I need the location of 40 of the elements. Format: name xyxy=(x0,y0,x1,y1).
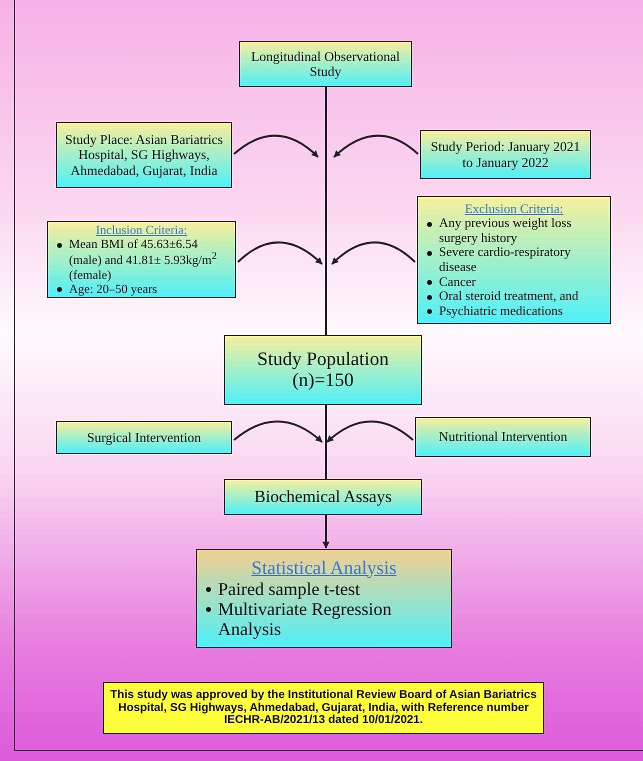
bullet-item: Cancer xyxy=(439,274,476,290)
criteria-box xyxy=(47,221,236,298)
note-box xyxy=(103,682,544,734)
connector-line xyxy=(325,87,327,335)
curved-arrow xyxy=(331,242,416,265)
box-text: This study was approved by the Institutional Review Board of Asian Bariatrics Hospital, SG Highways, Ahmedabad, Gujarat, India, with Reference number IECHR-AB/2021/13 dated 10/01/2021. xyxy=(109,688,538,728)
bullet-item: Multivariate Regression Analysis xyxy=(218,599,392,640)
box-text: Biochemical Assays xyxy=(253,487,393,507)
bullet-item: Any previous weight loss surgery history xyxy=(439,216,573,246)
curved-arrow xyxy=(326,420,414,443)
arrow xyxy=(322,515,330,549)
process-box xyxy=(56,421,232,454)
process-box xyxy=(224,479,422,515)
heading-text: Statistical Analysis xyxy=(250,558,398,579)
box-text: Study Period: January 2021 to January 2022 xyxy=(430,139,582,170)
bullet-item: Age: 20–50 years xyxy=(69,282,158,296)
bullet-item: Mean BMI of 45.63±6.54 (male) and 41.81± 5.93kg/m$^{2}$ (female) xyxy=(69,237,218,282)
process-box xyxy=(196,549,452,648)
curved-arrow xyxy=(237,242,323,265)
process-box xyxy=(224,335,422,405)
bullet-item: Severe cardio-respiratory disease xyxy=(439,245,572,275)
curved-arrow xyxy=(333,134,419,158)
box-text: Study Place: Asian Bariatrics Hospital, SG Highways, Ahmedabad, Gujarat, India xyxy=(64,132,224,178)
bullet-item: Psychiatric medications xyxy=(439,304,563,318)
bullet-item: Paired sample t-test xyxy=(218,578,360,600)
bullet-item: Oral steroid treatment, and xyxy=(439,289,578,304)
process-box xyxy=(239,41,412,87)
heading-text: Exclusion Criteria: xyxy=(464,202,564,216)
box-text: Nutritional Intervention xyxy=(438,429,568,445)
curved-arrow xyxy=(233,420,323,443)
box-text: Study Population (n)=150 xyxy=(256,348,390,392)
box-text: Surgical Intervention xyxy=(86,430,202,446)
curved-arrow xyxy=(233,134,319,158)
heading-text: Inclusion Criteria: xyxy=(94,223,188,238)
info-box xyxy=(420,130,591,179)
process-box xyxy=(415,417,591,457)
connector-line xyxy=(325,405,327,479)
criteria-box xyxy=(417,196,611,324)
box-text: Longitudinal Observational Study xyxy=(250,48,401,80)
info-box xyxy=(56,122,232,188)
